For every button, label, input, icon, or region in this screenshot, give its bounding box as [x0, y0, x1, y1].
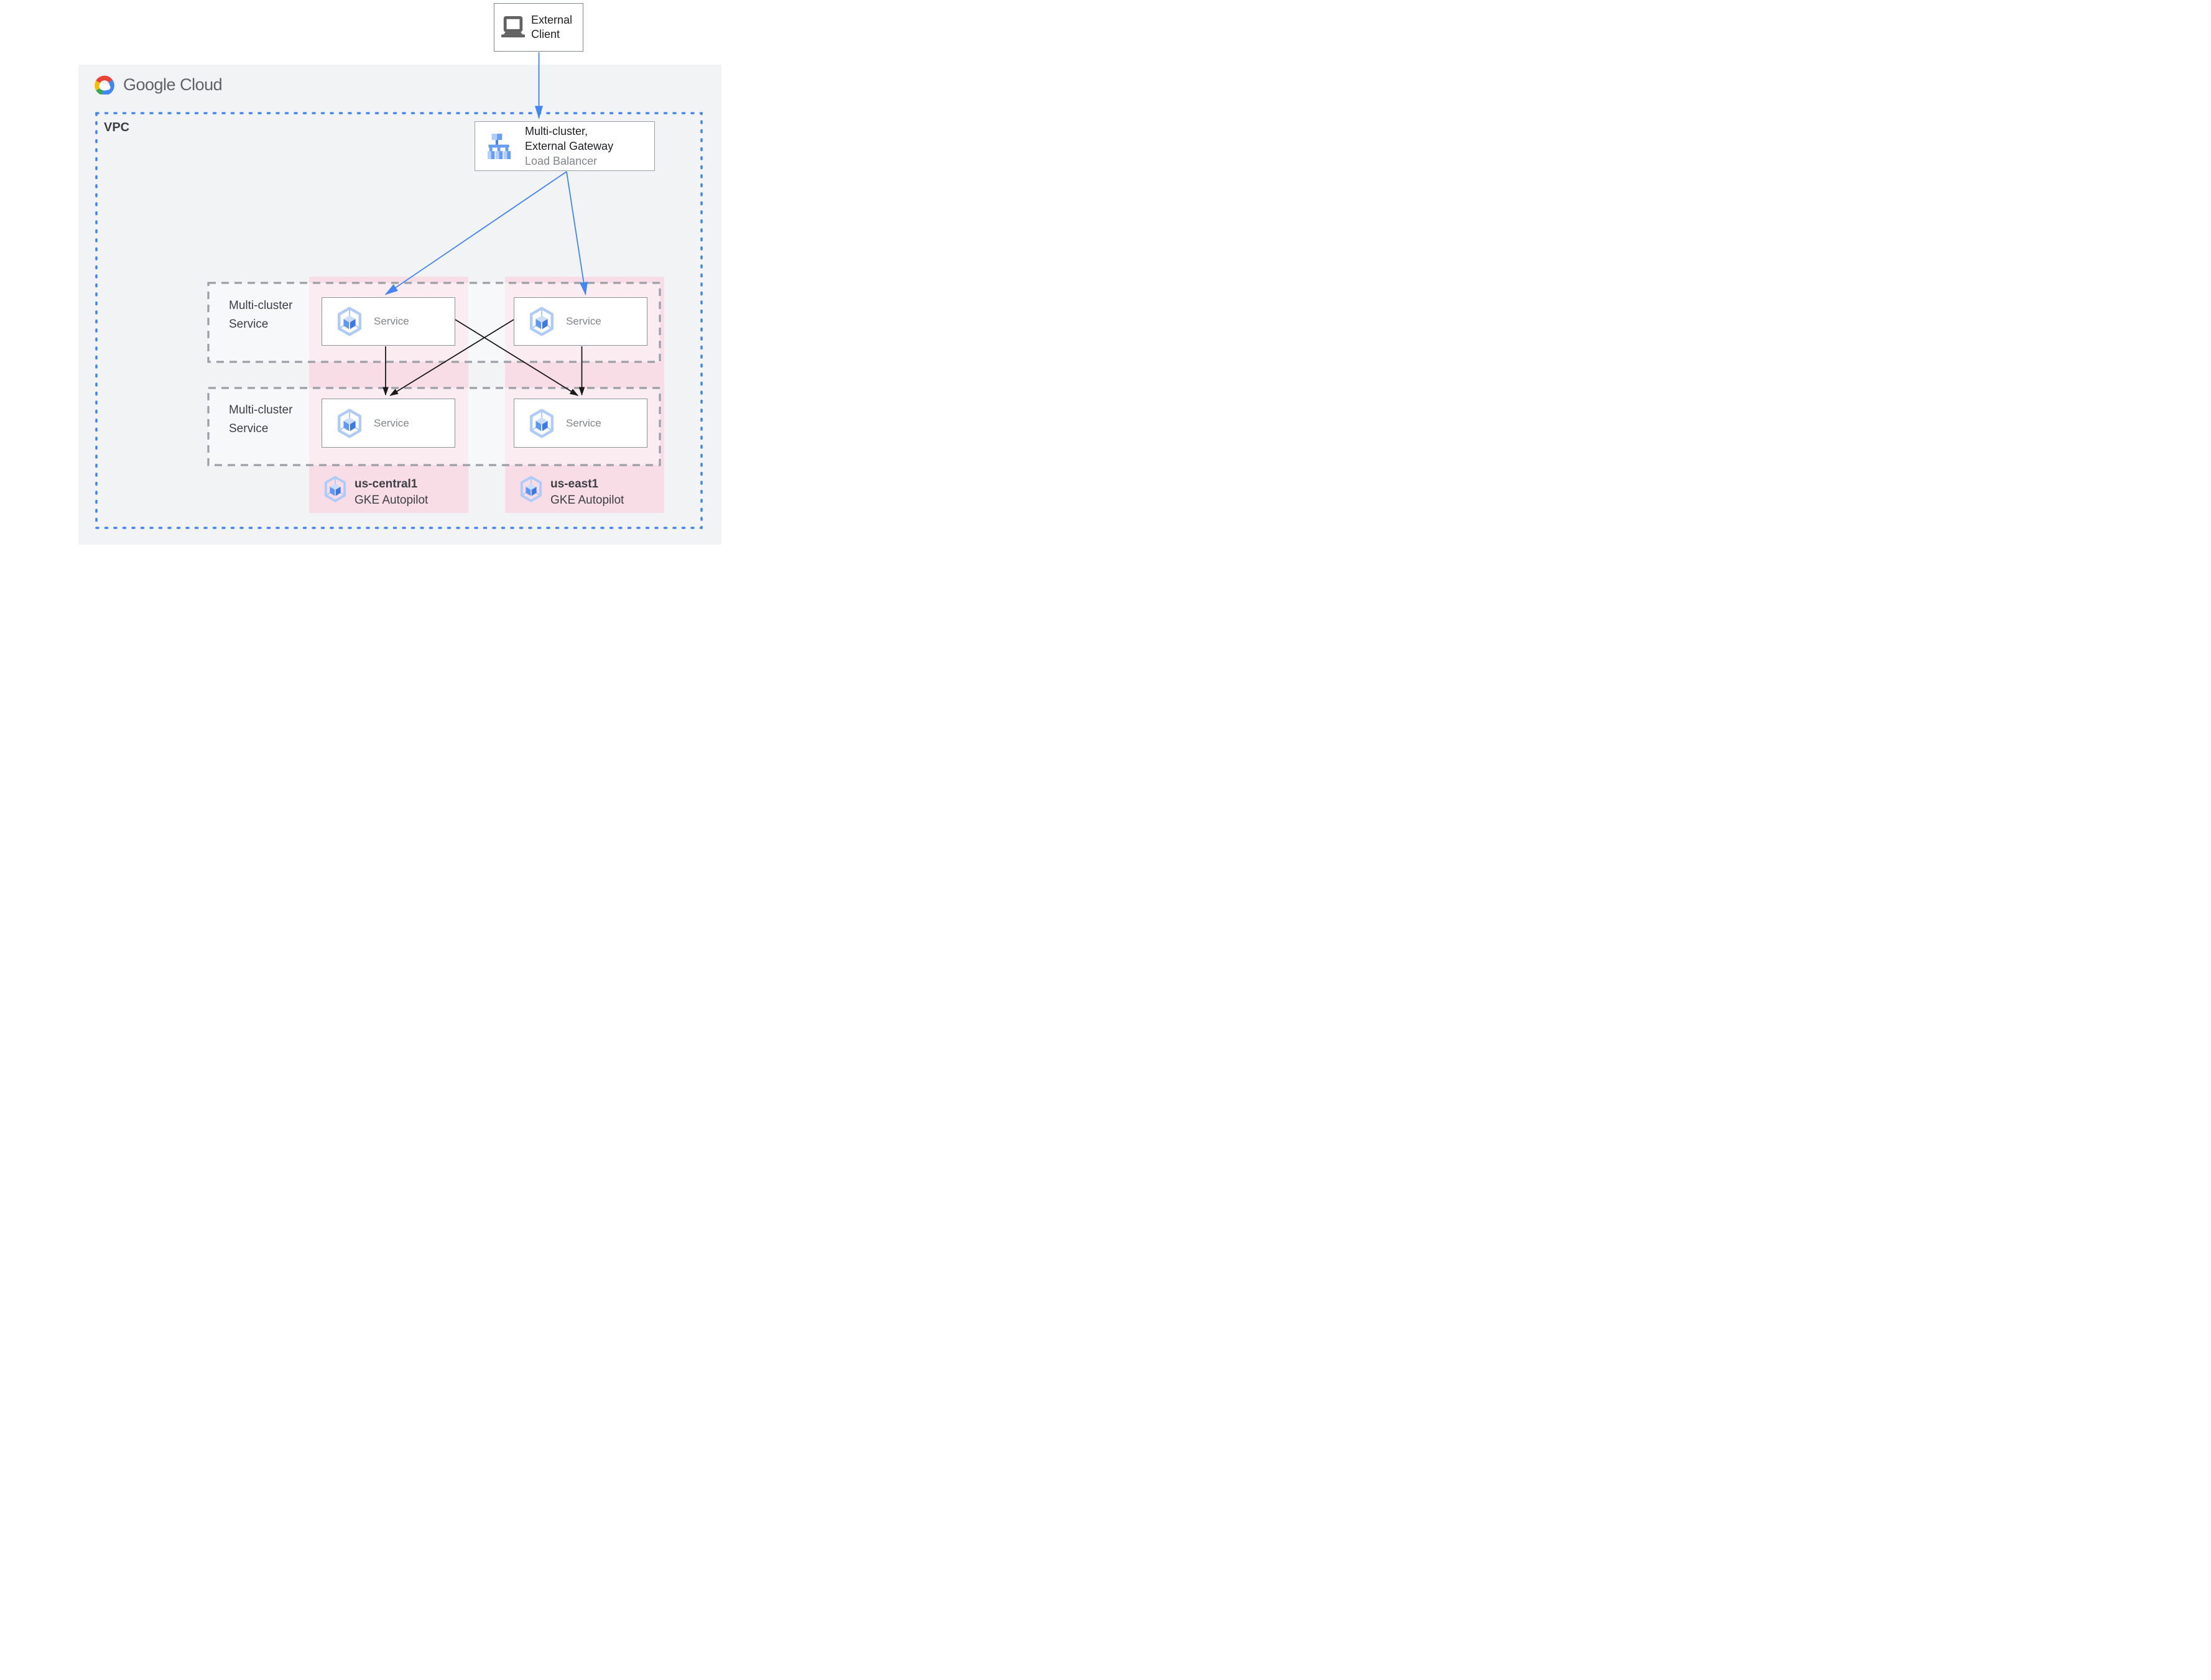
- external-client-label: External Client: [531, 14, 573, 40]
- gke-hexagon-icon: [530, 307, 554, 336]
- google-cloud-logo: Google Cloud: [92, 74, 223, 95]
- vpc-label: VPC: [104, 121, 130, 134]
- load-balancer-icon: [488, 133, 511, 159]
- service-label: Service: [566, 315, 601, 327]
- gke-hexagon-icon: [324, 476, 346, 502]
- external-client-box: External Client: [494, 3, 583, 52]
- google-cloud-cloud-icon: [95, 75, 114, 95]
- region-us-central1: us-central1 GKE Autopilot: [324, 475, 428, 509]
- gateway-load-balancer-box: Multi-cluster, External Gateway Load Bal…: [475, 121, 655, 171]
- region-us-east1: us-east1 GKE Autopilot: [520, 475, 624, 509]
- gke-hexagon-icon: [530, 408, 554, 438]
- service-box-top-right: Service: [514, 297, 647, 346]
- service-label: Service: [374, 315, 409, 327]
- gateway-title-line2: External Gateway: [525, 140, 614, 152]
- region-platform: GKE Autopilot: [550, 494, 624, 507]
- gke-hexagon-icon: [520, 476, 542, 502]
- google-cloud-wordmark: Google Cloud: [123, 75, 223, 94]
- service-box-bottom-left: Service: [322, 399, 455, 448]
- region-name: us-east1: [550, 478, 599, 491]
- gke-hexagon-icon: [338, 307, 361, 336]
- gateway-label-block: Multi-cluster, External Gateway Load Bal…: [525, 124, 613, 168]
- service-label: Service: [566, 417, 601, 429]
- diagram-page: Google Cloud VPC External Client: [0, 0, 737, 560]
- gke-hexagon-icon: [338, 408, 361, 438]
- laptop-icon: [501, 16, 525, 38]
- gateway-subtitle: Load Balancer: [525, 155, 598, 167]
- region-platform: GKE Autopilot: [355, 494, 429, 507]
- gateway-title-line1: Multi-cluster,: [525, 125, 588, 137]
- service-label: Service: [374, 417, 409, 429]
- region-name: us-central1: [355, 478, 418, 491]
- service-box-bottom-right: Service: [514, 399, 647, 448]
- row2-label: Multi-cluster Service: [229, 404, 293, 435]
- row1-label: Multi-cluster Service: [229, 299, 293, 331]
- service-box-top-left: Service: [322, 297, 455, 346]
